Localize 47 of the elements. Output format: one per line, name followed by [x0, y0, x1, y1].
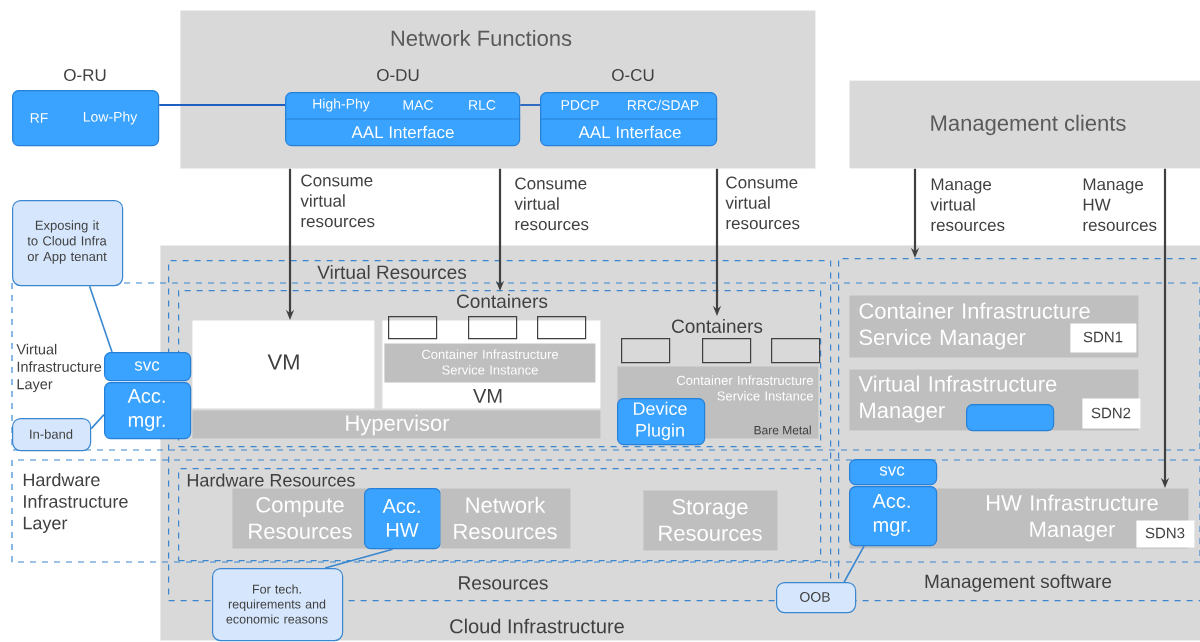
- device-plugin-box: Device Plugin: [617, 398, 706, 446]
- service-instance-bar: Container Infrastructure Service Instance: [384, 343, 596, 383]
- edge-label: Manage HW resources: [1080, 176, 1157, 234]
- o-ru-box: O-RU RF Low-Phy: [12, 69, 160, 147]
- leader-line: [88, 285, 113, 353]
- callout-bubble: OOB: [776, 582, 857, 614]
- sdn-box: SDN1: [1070, 323, 1137, 353]
- node-label: O-RU: [64, 68, 106, 82]
- node-label: Virtual Resources: [317, 265, 467, 279]
- connector-line: [158, 104, 286, 106]
- edge-label: Consume virtual resources: [723, 174, 808, 232]
- callout-bubble: For tech. requirements and economic reasons: [212, 568, 344, 642]
- leader-line: [843, 545, 865, 583]
- network-resources-box: Network Resources: [440, 488, 571, 549]
- plugin-box: [966, 404, 1055, 432]
- edge-label: Manage virtual resources: [928, 176, 1013, 234]
- acc-mgr-box: Acc. mgr.: [104, 382, 192, 440]
- hypervisor-bar: Hypervisor: [192, 410, 601, 439]
- container-box: [621, 338, 671, 364]
- callout-bubble: Exposing it to Cloud Infra or App tenant: [12, 200, 124, 287]
- sdn-box: SDN3: [1136, 520, 1195, 548]
- svc-box: svc: [104, 352, 192, 382]
- container-box: [468, 316, 518, 340]
- management-clients-band: Management clients: [849, 80, 1200, 169]
- node-label: O-DU: [377, 68, 419, 82]
- node-label: O-CU: [612, 68, 654, 82]
- vm-box: VM: [192, 320, 375, 409]
- container-box: [537, 316, 587, 340]
- container-box: [771, 338, 821, 364]
- leader-line: [324, 548, 394, 569]
- container-box: [702, 338, 752, 364]
- svc-box: svc: [849, 459, 938, 486]
- acc-mgr-box: Acc. mgr.: [849, 486, 938, 547]
- o-cu-box: O-CU PDCP RRC/SDAP AAL Interface: [539, 69, 718, 147]
- acc-hw-box: Acc. HW: [364, 488, 442, 550]
- compute-resources-box: Compute Resources: [232, 488, 373, 549]
- container-box: [388, 316, 438, 340]
- containers-heading: Containers: [457, 294, 548, 308]
- containers-heading: Containers: [672, 319, 763, 333]
- o-du-box: O-DU High-Phy MAC RLC AAL Interface: [284, 69, 521, 147]
- connector-line: [519, 104, 541, 106]
- edge-label: Consume virtual resources: [512, 175, 597, 233]
- sdn-box: SDN2: [1082, 398, 1141, 429]
- edge-label: Consume virtual resources: [298, 172, 383, 230]
- storage-resources-box: Storage Resources: [643, 490, 778, 551]
- leader-line: [90, 413, 105, 430]
- callout-bubble: In-band: [12, 418, 92, 452]
